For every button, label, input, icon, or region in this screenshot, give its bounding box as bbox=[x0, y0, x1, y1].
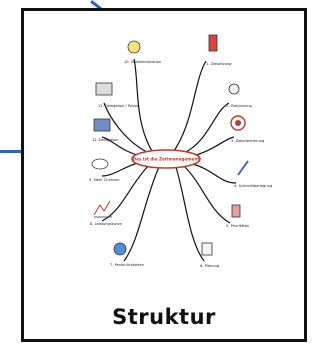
branch-12: 12. Delegation bbox=[92, 118, 118, 142]
paper-icon bbox=[201, 242, 213, 256]
decorative-line-left bbox=[0, 150, 22, 153]
globe-icon bbox=[113, 242, 127, 256]
branch-3: 3. Zielorientierung bbox=[230, 115, 264, 143]
branch-5: 5. Prioritäten bbox=[226, 204, 249, 228]
branch-8: 8. Leistungskurve bbox=[90, 200, 123, 226]
book-icon bbox=[95, 82, 113, 96]
clock-icon bbox=[231, 204, 241, 218]
people-icon bbox=[93, 118, 111, 132]
branch-11: 11. Delegation / Pause bbox=[95, 82, 139, 108]
branch-1: 1. Zielsetzung bbox=[206, 34, 231, 66]
branch-label: 7. Persönlichkeiten bbox=[110, 263, 144, 267]
lightbulb-icon bbox=[127, 40, 141, 54]
branch-label: 12. Delegation bbox=[92, 138, 118, 142]
mindmap-image: Das ist die Zeitmanagement 10. Selbstmot… bbox=[89, 34, 272, 268]
branch-6: 6. Planung bbox=[200, 242, 219, 268]
branch-label: 6. Planung bbox=[200, 264, 219, 268]
chart-icon bbox=[93, 200, 111, 216]
branch-label: 11. Delegation / Pause bbox=[98, 104, 139, 108]
center-topic-label: Das ist die Zeitmanagement bbox=[133, 157, 200, 162]
branch-label: 3. Zielorientierung bbox=[231, 139, 264, 143]
branch-label: 2. Zielplanung bbox=[226, 104, 252, 108]
branch-10: 10. Selbstmotivation bbox=[124, 40, 161, 64]
pencil-icon bbox=[237, 160, 249, 176]
figure-icon bbox=[228, 83, 240, 95]
branch-label: 8. Leistungskurve bbox=[90, 222, 123, 226]
branch-4: 4. Schnellüberlegung bbox=[234, 160, 272, 188]
hourglass-icon bbox=[208, 34, 218, 52]
speech-bubble-icon bbox=[91, 158, 109, 170]
branch-label: 5. Prioritäten bbox=[226, 224, 249, 228]
branch-label: 4. Schnellüberlegung bbox=[234, 184, 272, 188]
slide-card[interactable]: Das ist die Zeitmanagement 10. Selbstmot… bbox=[21, 8, 307, 342]
slide-caption: Struktur bbox=[112, 305, 216, 329]
branch-9: 9. Mehr Chancen bbox=[89, 158, 120, 182]
branch-7: 7. Persönlichkeiten bbox=[110, 242, 144, 267]
branch-label: 1. Zielsetzung bbox=[206, 62, 231, 66]
branch-2: 2. Zielplanung bbox=[226, 83, 252, 108]
branch-label: 9. Mehr Chancen bbox=[89, 178, 120, 182]
branch-label: 10. Selbstmotivation bbox=[124, 60, 161, 64]
